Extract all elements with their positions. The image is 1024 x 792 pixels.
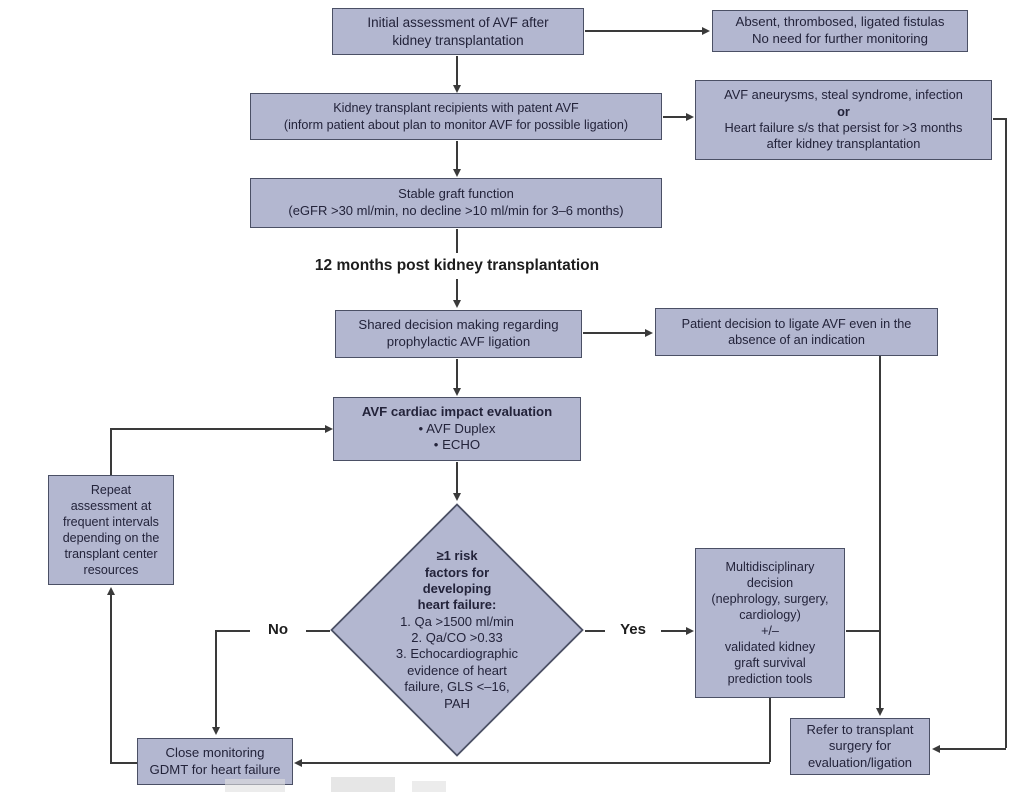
- connector-close-up: [110, 594, 112, 763]
- cardiac-items: • AVF Duplex • ECHO: [418, 420, 496, 453]
- arrowhead-shared-to-cardiac: [452, 388, 461, 396]
- node-cardiac-impact-evaluation: AVF cardiac impact evaluation • AVF Dupl…: [333, 397, 581, 461]
- node-shared-decision: Shared decision making regarding prophyl…: [335, 310, 582, 358]
- connector-multi-to-merge: [846, 630, 880, 632]
- node-recipients-patent-avf: Kidney transplant recipients with patent…: [250, 93, 662, 140]
- node-initial-assessment: Initial assessment of AVF after kidney t…: [332, 8, 584, 55]
- arrowhead-repeat-to-cardiac: [325, 424, 333, 433]
- connector-multi-to-close: [301, 762, 770, 764]
- connector-recipients-to-stable: [456, 141, 458, 170]
- aneurysms-line1: AVF aneurysms, steal syndrome, infection: [724, 87, 963, 103]
- arrowhead-recipients-to-stable: [452, 169, 461, 177]
- edge-label-no: No: [250, 621, 306, 638]
- connector-rail-to-refer: [940, 748, 1006, 750]
- connector-no-vertical: [215, 630, 217, 727]
- node-multidisciplinary-decision: Multidisciplinary decision (nephrology, …: [695, 548, 845, 698]
- arrowhead-rail-to-refer: [932, 744, 940, 753]
- connector-patient-to-refer: [879, 356, 881, 709]
- node-risk-factors-diamond: ≥1 risk factors for developing heart fai…: [330, 503, 584, 757]
- node-patient-decision-ligate: Patient decision to ligate AVF even in t…: [655, 308, 938, 356]
- label-12-months-post-transplant: 12 months post kidney transplantation: [314, 257, 600, 274]
- node-avf-aneurysms: AVF aneurysms, steal syndrome, infection…: [695, 80, 992, 160]
- node-close-monitoring: Close monitoring GDMT for heart failure: [137, 738, 293, 785]
- arrowhead-shared-to-patient: [645, 328, 653, 337]
- node-absent-thrombosed: Absent, thrombosed, ligated fistulas No …: [712, 10, 968, 52]
- connector-label-to-shared: [456, 279, 458, 301]
- connector-initial-to-recipients: [456, 56, 458, 85]
- arrowhead-initial-to-absent: [702, 26, 710, 35]
- arrowhead-no-to-close-monitoring: [211, 727, 220, 735]
- arrowhead-label-to-shared: [452, 300, 461, 308]
- connector-stable-to-label: [456, 229, 458, 253]
- connector-close-left: [110, 762, 137, 764]
- diamond-title: ≥1 risk factors for developing heart fai…: [417, 548, 497, 613]
- scan-artifact: [412, 781, 446, 792]
- diamond-shape: [330, 503, 584, 757]
- scan-artifact: [225, 779, 285, 792]
- connector-cardiac-to-diamond: [456, 462, 458, 494]
- aneurysms-or: or: [837, 103, 850, 119]
- arrowhead-to-close-monitoring: [294, 758, 302, 767]
- arrowhead-cardiac-to-diamond: [452, 493, 461, 501]
- scan-artifact: [331, 777, 395, 792]
- aneurysms-line2: Heart failure s/s that persist for >3 mo…: [724, 120, 963, 152]
- arrowhead-to-repeat-assessment: [106, 587, 115, 595]
- node-stable-graft-function: Stable graft function (eGFR >30 ml/min, …: [250, 178, 662, 228]
- cardiac-title: AVF cardiac impact evaluation: [361, 403, 553, 419]
- node-refer-transplant-surgery: Refer to transplant surgery for evaluati…: [790, 718, 930, 775]
- connector-aneurysms-right: [993, 118, 1006, 120]
- arrowhead-to-refer-top: [875, 708, 884, 716]
- connector-multi-down: [769, 698, 771, 762]
- connector-repeat-to-cardiac: [110, 428, 325, 430]
- arrowhead-initial-to-recipients: [452, 85, 461, 93]
- node-repeat-assessment: Repeat assessment at frequent intervals …: [48, 475, 174, 585]
- connector-recipients-to-aneurysms: [663, 116, 687, 118]
- connector-right-rail: [1005, 118, 1007, 748]
- arrowhead-yes-to-multidisciplinary: [686, 626, 694, 635]
- edge-label-yes: Yes: [605, 621, 661, 638]
- arrowhead-recipients-to-aneurysms: [686, 112, 694, 121]
- connector-shared-to-patient: [583, 332, 646, 334]
- diamond-items: 1. Qa >1500 ml/min 2. Qa/CO >0.33 3. Ech…: [395, 613, 519, 711]
- connector-repeat-up: [110, 428, 112, 475]
- connector-shared-to-cardiac: [456, 359, 458, 388]
- connector-initial-to-absent: [585, 30, 702, 32]
